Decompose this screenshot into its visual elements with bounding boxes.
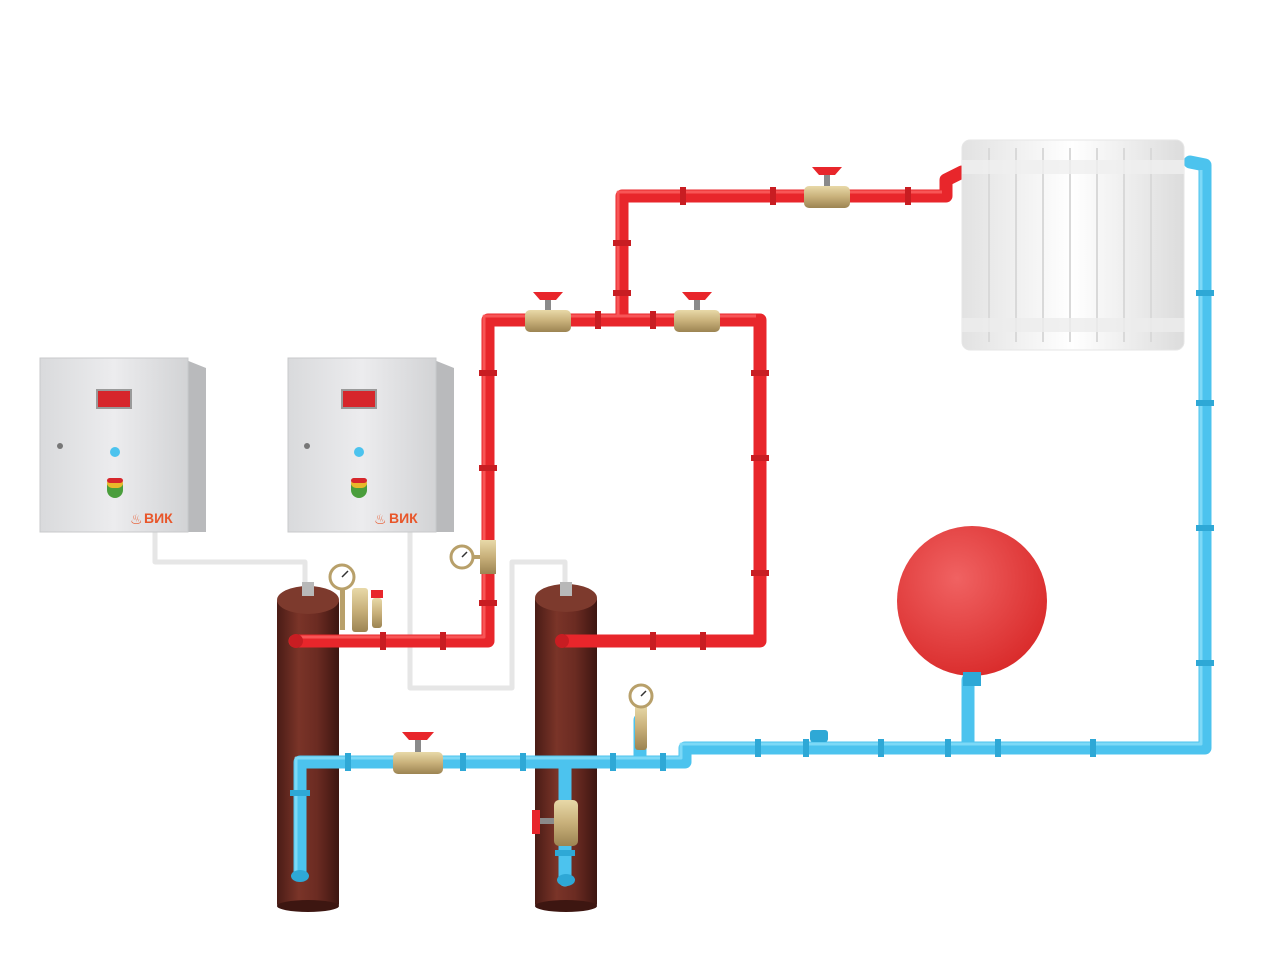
pressure-gauge-return — [628, 683, 654, 750]
control-cabinet-1: ♨ ВИК — [39, 357, 206, 533]
ball-valve-drain — [532, 800, 578, 846]
expansion-tank — [897, 526, 1047, 686]
flame-icon: ♨ — [130, 511, 143, 527]
cabinet-2-indicator-light — [354, 447, 364, 457]
flame-icon: ♨ — [374, 511, 387, 527]
ball-valve-radiator-supply — [804, 167, 850, 208]
boiler-connections — [289, 634, 575, 886]
thermometer-supply — [449, 540, 496, 574]
cabinet-1-display — [96, 389, 132, 409]
cabinet-2-lock — [304, 443, 310, 449]
cabinet-1-brand: ВИК — [144, 510, 173, 526]
supply-pipe-fittings — [380, 187, 911, 650]
cabinet-2-display — [341, 389, 377, 409]
cabinet-1-lock — [57, 443, 63, 449]
ball-valve-supply-right — [674, 292, 720, 332]
return-pipe-fittings — [290, 290, 1214, 856]
cabinet-2-brand: ВИК — [389, 510, 418, 526]
safety-group — [328, 563, 383, 632]
radiator — [961, 139, 1185, 351]
boiler-2 — [535, 582, 597, 912]
control-cabinet-2: ♨ ВИК — [287, 357, 454, 533]
boiler-1 — [277, 582, 339, 912]
ball-valve-supply-left — [525, 292, 571, 332]
supply-pipes — [288, 165, 969, 648]
ball-valve-return — [393, 732, 443, 774]
signal-cables — [152, 532, 568, 691]
cabinet-1-indicator-light — [110, 447, 120, 457]
